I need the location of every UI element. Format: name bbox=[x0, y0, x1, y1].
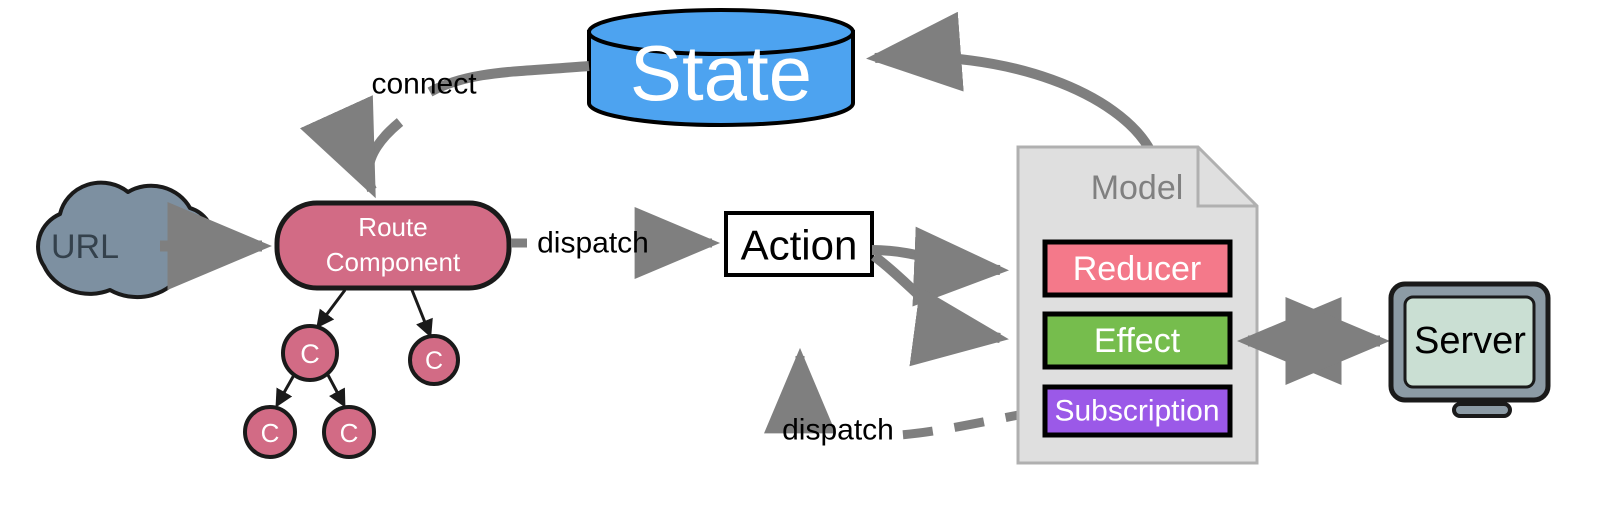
node-server[interactable]: Server bbox=[1388, 281, 1551, 418]
node-route-component-label-line1: Route bbox=[358, 212, 427, 242]
node-model-label: Model bbox=[1091, 169, 1184, 207]
node-subscription[interactable]: Subscription bbox=[1042, 384, 1233, 438]
child-component-2[interactable]: C bbox=[408, 334, 460, 386]
child-component-4[interactable]: C bbox=[322, 405, 376, 459]
action-shape bbox=[724, 211, 874, 277]
child-circle bbox=[243, 405, 297, 459]
node-url[interactable]: URL bbox=[36, 180, 216, 300]
edge-child1-to-child3 bbox=[275, 374, 296, 408]
edge-model-to-state bbox=[866, 11, 1155, 153]
node-state-label: State bbox=[630, 29, 812, 117]
edge-label-dispatch-route: dispatch bbox=[537, 227, 649, 260]
node-route-component[interactable]: Route Component bbox=[274, 200, 512, 291]
cylinder-body bbox=[587, 30, 855, 127]
route-component-shape bbox=[274, 200, 512, 291]
node-effect-label: Effect bbox=[1094, 322, 1181, 360]
edge-route-to-child-1 bbox=[316, 289, 347, 329]
node-server-label: Server bbox=[1414, 320, 1526, 362]
edge-label-connect: connect bbox=[371, 68, 477, 101]
edge-action-to-effect bbox=[871, 251, 1009, 367]
model-note-fold bbox=[1196, 147, 1257, 208]
child-circle bbox=[322, 405, 376, 459]
server-stand bbox=[1452, 402, 1512, 418]
edge-child1-to-child4 bbox=[326, 374, 346, 408]
child-component-1-label: C bbox=[300, 339, 320, 369]
child-component-1[interactable]: C bbox=[281, 324, 339, 382]
child-component-2-label: C bbox=[425, 347, 443, 375]
edge-state-to-route-seg2 bbox=[300, 95, 404, 199]
edge-state-to-route-seg1 bbox=[427, 61, 590, 97]
node-action[interactable]: Action bbox=[724, 211, 874, 277]
reducer-shape bbox=[1042, 239, 1233, 298]
node-state[interactable]: State bbox=[587, 8, 855, 127]
node-effect[interactable]: Effect bbox=[1042, 311, 1233, 370]
child-component-4-label: C bbox=[340, 418, 359, 448]
node-reducer-label: Reducer bbox=[1073, 250, 1202, 288]
child-circle bbox=[408, 334, 460, 386]
child-component-3[interactable]: C bbox=[243, 405, 297, 459]
node-action-label: Action bbox=[741, 222, 858, 269]
edge-route-to-child-2 bbox=[410, 289, 433, 338]
edge-action-to-reducer bbox=[871, 226, 1009, 307]
node-url-label: URL bbox=[51, 228, 119, 266]
node-reducer[interactable]: Reducer bbox=[1042, 239, 1233, 298]
node-route-component-label-line2: Component bbox=[326, 247, 461, 277]
subscription-shape bbox=[1042, 384, 1233, 438]
effect-shape bbox=[1042, 311, 1233, 370]
edge-label-dispatch-subscription: dispatch bbox=[782, 414, 894, 447]
child-component-3-label: C bbox=[261, 418, 280, 448]
child-circle bbox=[281, 324, 339, 382]
node-subscription-label: Subscription bbox=[1054, 395, 1219, 428]
server-screen bbox=[1403, 295, 1536, 389]
edge-subscription-to-action-dash bbox=[899, 407, 1036, 440]
cylinder-top bbox=[587, 8, 855, 56]
